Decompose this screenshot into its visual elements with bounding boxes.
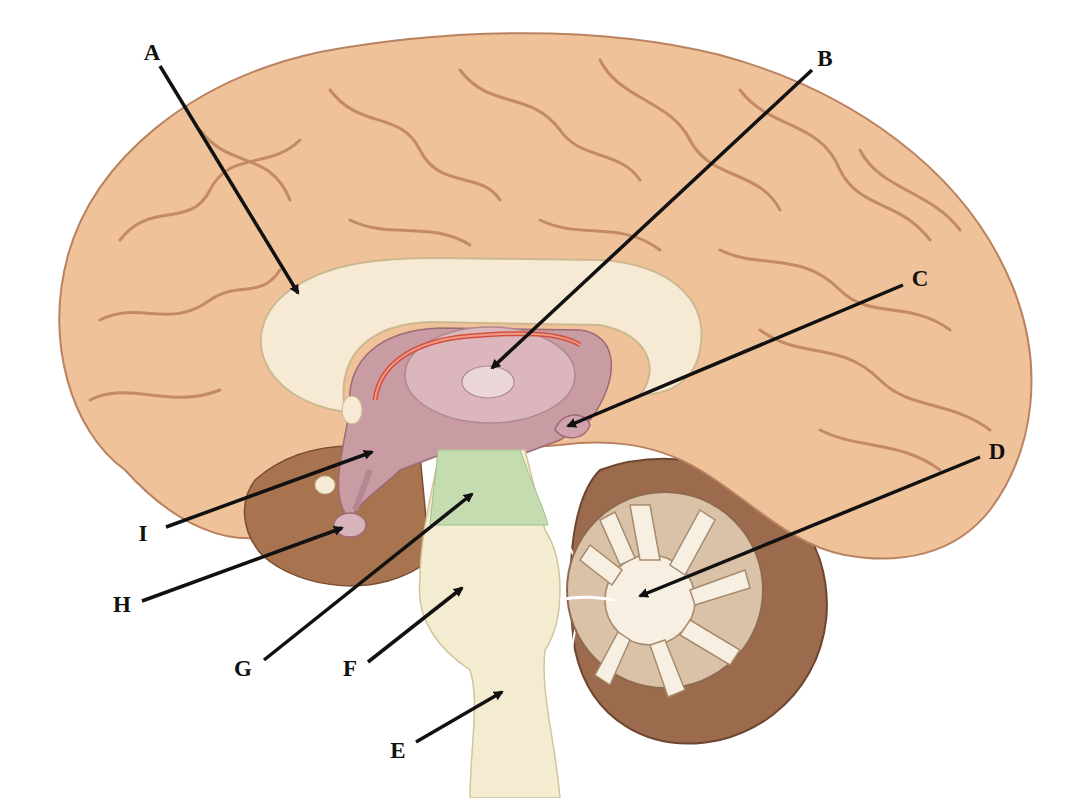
callout-letter: A (144, 41, 161, 64)
callout-letter: E (390, 739, 405, 762)
callout-letter: G (234, 657, 252, 680)
callout-letter: I (139, 522, 148, 545)
callout-letter: D (989, 440, 1006, 463)
callout-letter: B (817, 47, 832, 70)
callout-letter: C (912, 267, 929, 290)
callout-letter: F (343, 657, 357, 680)
callout-letter: H (113, 593, 131, 616)
